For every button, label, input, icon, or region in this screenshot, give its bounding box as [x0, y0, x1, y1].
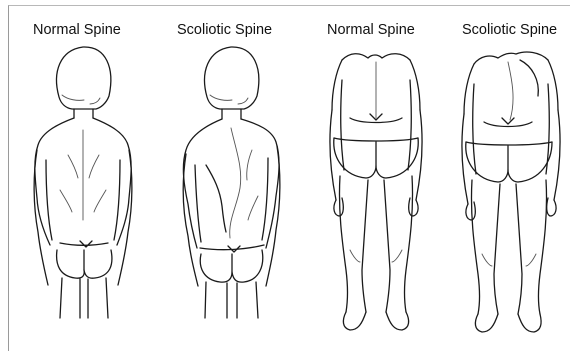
figure-3-normal-forward-bend — [330, 54, 422, 330]
figure-4-scoliotic-forward-bend — [462, 52, 560, 332]
figure-2-scoliotic-standing — [183, 47, 280, 318]
figure-1-normal-standing — [34, 47, 132, 318]
